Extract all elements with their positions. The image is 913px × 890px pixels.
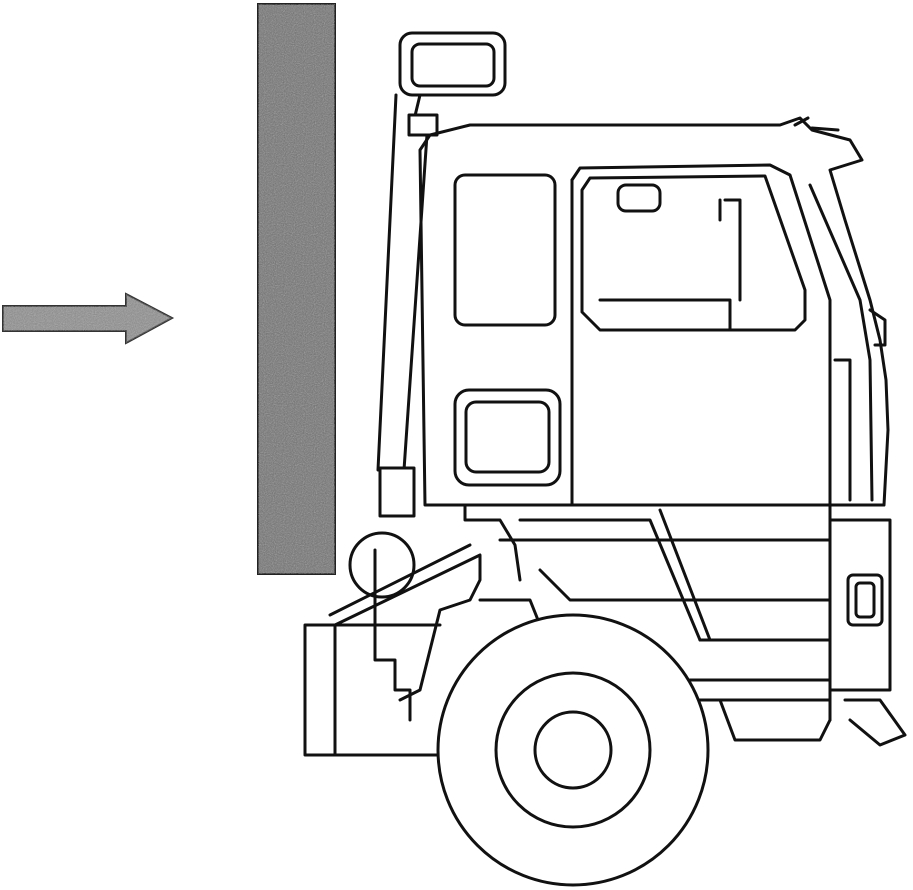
door-outline: [570, 163, 832, 507]
direction-arrow-icon: [2, 292, 175, 345]
rear-bumper: [303, 623, 337, 757]
front-bumper: [828, 518, 892, 692]
cab-body-outline: [418, 116, 890, 507]
headlight: [846, 573, 884, 627]
rear-side-window: [453, 173, 557, 327]
lower-window: [453, 388, 562, 487]
wheel: [436, 613, 710, 887]
barrier-wall: [257, 3, 336, 575]
door-window: [580, 174, 807, 332]
side-mirror: [376, 31, 507, 472]
a-pillar: [808, 183, 874, 502]
truck-cab: [303, 31, 907, 887]
step: [378, 466, 416, 518]
interior-light: [616, 183, 662, 213]
